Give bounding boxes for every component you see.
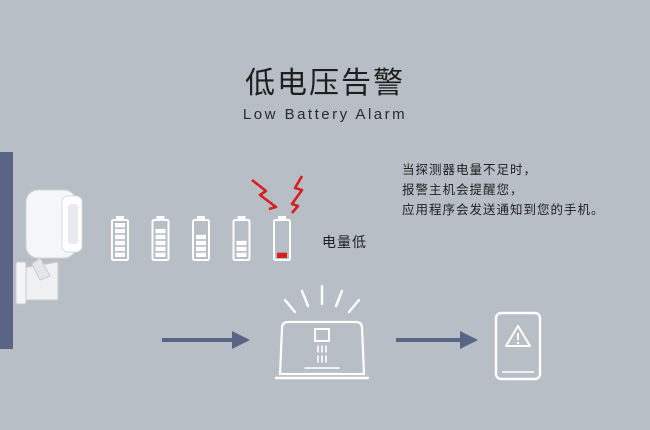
battery-level-bar — [155, 228, 166, 234]
description: 当探测器电量不足时， 报警主机会提醒您， 应用程序会发送通知到您的手机。 — [402, 160, 605, 220]
battery-level-bar — [155, 246, 166, 252]
battery-level-bar — [236, 252, 247, 257]
battery-level-bar — [196, 252, 206, 257]
battery-level-bar — [155, 240, 166, 246]
alarm-hub-icon — [274, 284, 370, 380]
arrow-right-icon — [396, 331, 478, 349]
battery-level-bar — [115, 240, 125, 246]
description-line: 当探测器电量不足时， — [402, 162, 538, 177]
motion-sensor-icon — [15, 189, 83, 305]
low-battery-label: 电量低 — [322, 235, 367, 251]
battery-level-bar — [115, 228, 125, 234]
battery-level-bar — [155, 234, 166, 240]
battery-icon — [192, 216, 210, 261]
battery-icon — [232, 216, 251, 261]
phone-warning-icon — [494, 311, 542, 381]
battery-level-bar — [196, 246, 206, 252]
battery-level-bar — [155, 252, 166, 257]
battery-level-bar — [115, 223, 125, 228]
battery-icon — [151, 216, 170, 261]
page-subtitle: Low Battery Alarm — [242, 106, 408, 123]
battery-level-bar — [277, 252, 287, 258]
battery-level-bar — [236, 240, 247, 246]
left-accent-bar — [0, 152, 13, 349]
battery-level-bar — [115, 252, 125, 257]
arrow-right-icon — [162, 331, 250, 349]
battery-level-bar — [196, 240, 206, 246]
battery-level-bar — [236, 246, 247, 252]
lightning-icon — [251, 175, 304, 214]
battery-row — [111, 216, 291, 261]
battery-level-bar — [115, 234, 125, 240]
description-line: 报警主机会提醒您， — [402, 182, 524, 197]
battery-level-bar — [196, 234, 206, 240]
battery-icon — [111, 216, 129, 261]
description-line: 应用程序会发送通知到您的手机。 — [402, 202, 605, 217]
battery-icon — [273, 216, 291, 261]
page-title: 低电压告警 — [245, 66, 405, 101]
battery-level-bar — [115, 246, 125, 252]
